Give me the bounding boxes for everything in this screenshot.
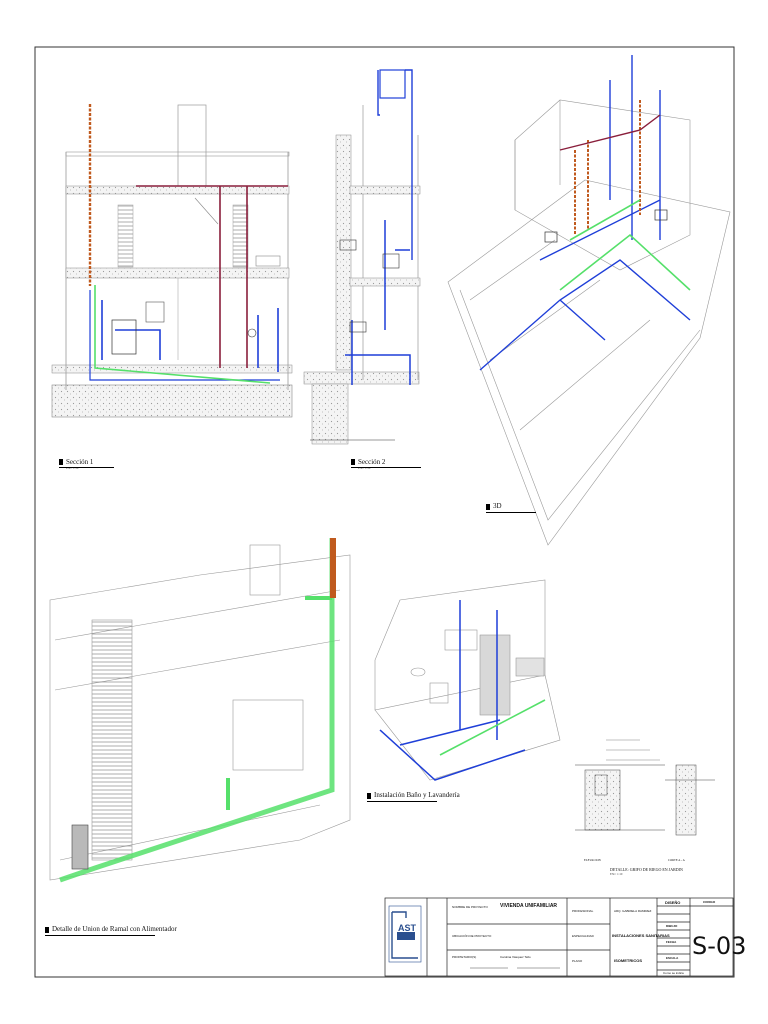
project-name-label: NOMBRE DE PROYECTO xyxy=(452,905,488,909)
project-location-label: UBICACIÓN DE PROYECTO xyxy=(452,934,492,938)
project-name: VIVIENDA UNIFAMILIAR xyxy=(500,903,558,909)
union-detail-caption: Detalle de Union de Ramal con Alimentado… xyxy=(52,925,177,933)
view-3d-pipes xyxy=(479,55,691,371)
owner-label: PROPIETARIO(S) xyxy=(452,955,477,959)
section-1-caption: Sección 1 ESC: 1:50 xyxy=(66,458,93,470)
company-logo-text: AST xyxy=(398,923,416,933)
section-2-scale: ESC: 1:50 xyxy=(358,466,371,470)
union-detail-title: Detalle de Union de Ramal con Alimentado… xyxy=(52,925,177,933)
faucet-elevation-label: ELEVACION xyxy=(584,858,601,862)
section-1-marker xyxy=(59,459,63,465)
faucet-detail-scale: ESC: 1:10 xyxy=(610,872,623,876)
view-3d-drawing xyxy=(447,99,731,546)
bathroom-laundry-drawing xyxy=(374,579,561,781)
union-detail-pipes xyxy=(59,538,336,883)
union-detail-marker xyxy=(45,927,49,933)
section-1-drawing xyxy=(51,104,293,418)
section-1-scale: ESC: 1:50 xyxy=(66,466,79,470)
drawing-label: DIBUJO xyxy=(666,924,678,928)
bathroom-laundry-marker xyxy=(367,793,371,799)
specialty-label: ESPECIALIDAD xyxy=(572,934,594,938)
union-detail-underline xyxy=(45,935,155,936)
section-2-caption: Sección 2 ESC: 1:50 xyxy=(358,458,385,470)
bathroom-laundry-caption: Instalación Baño y Lavandería xyxy=(374,791,460,799)
scale-label: ESCALA xyxy=(666,956,679,960)
sheet-code: S-03 xyxy=(692,932,747,960)
section-2-title: Sección 2 xyxy=(358,458,386,466)
professional-name: ARQ. GABRIELA RAMIREZ xyxy=(614,909,652,913)
section-1-title: Sección 1 xyxy=(66,458,94,466)
faucet-detail-caption: DETALLE: GRIFO DE RIEGO EN JARDIN ESC: 1… xyxy=(610,867,683,876)
faucet-detail-drawing xyxy=(575,739,715,836)
section-2-drawing xyxy=(303,69,421,445)
bathroom-laundry-pipes xyxy=(379,600,546,781)
union-detail-drawing xyxy=(49,544,351,881)
date-label: FECHA xyxy=(666,940,677,944)
bathroom-laundry-title: Instalación Baño y Lavandería xyxy=(374,791,460,799)
section-2-marker xyxy=(351,459,355,465)
sheet-name-label: PLANO xyxy=(572,959,583,963)
sheet-border xyxy=(34,46,735,978)
view-3d-marker xyxy=(486,504,490,510)
view-3d-title: 3D xyxy=(493,502,502,510)
specialty: INSTALACIONES SANITARIAS xyxy=(612,933,670,938)
view-3d-caption: 3D xyxy=(493,502,502,510)
code-label: CODIGO xyxy=(703,900,716,904)
bathroom-laundry-underline xyxy=(367,801,437,802)
faucet-section-label: CORTE A - A xyxy=(668,858,685,862)
owner-name: Carolina Vásquez Tello xyxy=(500,955,531,959)
design-label: DISEÑO xyxy=(665,900,681,905)
scale-value: Como se indica xyxy=(663,971,684,975)
view-3d-underline xyxy=(486,512,536,513)
section-1-underline xyxy=(59,467,114,468)
professional-label: PROFESIONAL xyxy=(572,909,594,913)
title-block-logo xyxy=(388,905,422,963)
sheet-name: ISOMETRICOS xyxy=(614,958,643,963)
faucet-detail-title: DETALLE: GRIFO DE RIEGO EN JARDIN xyxy=(610,867,683,872)
section-2-underline xyxy=(351,467,421,468)
title-block-frame xyxy=(384,897,734,977)
